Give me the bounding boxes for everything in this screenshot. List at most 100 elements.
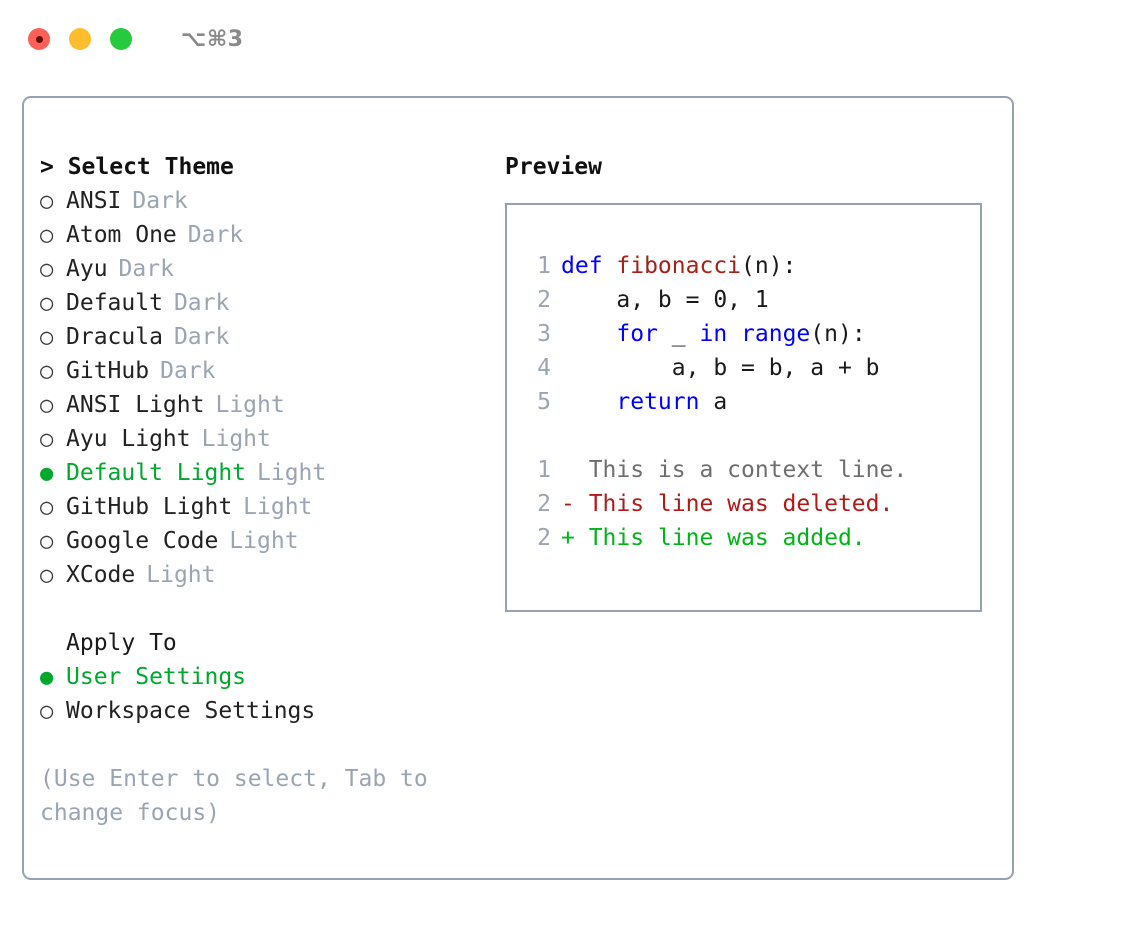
code-token-plain: a, b = b, a + b bbox=[561, 355, 880, 381]
apply-to-option-list: ●User Settings ○ Workspace Settings bbox=[40, 660, 494, 728]
code-line: 3 for _ in range(n): bbox=[523, 317, 980, 351]
code-token-kw: def bbox=[561, 253, 617, 279]
apply-to-option-label: User Settings bbox=[66, 664, 247, 690]
preview-gap bbox=[523, 419, 980, 453]
theme-option-category: Dark bbox=[187, 222, 244, 248]
theme-option-default[interactable]: ○ Default Dark bbox=[40, 286, 494, 320]
diff-line-ctx: 1 This is a context line. bbox=[523, 453, 980, 487]
maximize-button[interactable] bbox=[110, 28, 132, 50]
code-line: 5 return a bbox=[523, 385, 980, 419]
code-line-text: for _ in range(n): bbox=[561, 317, 866, 351]
diff-line-text: - This line was deleted. bbox=[561, 491, 894, 517]
theme-option-label: ANSI bbox=[66, 188, 122, 214]
code-token-kw: return bbox=[616, 389, 700, 415]
code-line: 4 a, b = b, a + b bbox=[523, 351, 980, 385]
theme-option-ayu[interactable]: ○ Ayu Dark bbox=[40, 252, 494, 286]
radio-unselected-icon: ○ bbox=[40, 189, 54, 214]
theme-option-label: GitHub bbox=[66, 358, 150, 384]
title-bar: ⌥⌘3 bbox=[0, 0, 1140, 78]
line-number: 3 bbox=[537, 321, 551, 347]
theme-option-xcode[interactable]: ○ XCode Light bbox=[40, 558, 494, 592]
code-token-plain: a bbox=[699, 389, 728, 415]
theme-option-category: Light bbox=[146, 562, 216, 588]
apply-to-option-workspace-settings[interactable]: ○ Workspace Settings bbox=[40, 694, 494, 728]
code-token-plain: _ bbox=[657, 321, 700, 347]
radio-unselected-icon: ○ bbox=[40, 393, 54, 418]
theme-option-github-light[interactable]: ○ GitHub Light Light bbox=[40, 490, 494, 524]
select-theme-heading: > Select Theme bbox=[40, 154, 234, 180]
preview-heading: Preview bbox=[505, 154, 602, 180]
code-token-plain: a, b = 0, 1 bbox=[561, 287, 769, 313]
code-line-text: return a bbox=[561, 385, 727, 419]
theme-option-label: GitHub Light bbox=[66, 494, 233, 520]
theme-option-label: Default bbox=[66, 290, 163, 316]
theme-option-label: Google Code bbox=[66, 528, 219, 554]
radio-selected-icon: ● bbox=[40, 461, 54, 486]
line-number: 2 bbox=[537, 525, 551, 551]
theme-option-ansi[interactable]: ○ ANSI Dark bbox=[40, 184, 494, 218]
code-token-kw: range bbox=[741, 321, 811, 347]
keyboard-shortcut-label: ⌥⌘3 bbox=[181, 26, 244, 52]
theme-option-category: Light bbox=[215, 392, 285, 418]
theme-option-category: Light bbox=[201, 426, 271, 452]
keyboard-hint-text: (Use Enter to select, Tab to change focu… bbox=[40, 766, 442, 826]
line-number: 2 bbox=[537, 287, 551, 313]
theme-option-google-code[interactable]: ○ Google Code Light bbox=[40, 524, 494, 558]
theme-option-category: Dark bbox=[160, 358, 216, 384]
code-token-kw: in bbox=[699, 321, 728, 347]
theme-option-label: XCode bbox=[66, 562, 136, 588]
radio-unselected-icon: ○ bbox=[40, 291, 54, 316]
radio-unselected-icon: ○ bbox=[40, 495, 54, 520]
theme-option-category: Light bbox=[257, 460, 327, 486]
close-button[interactable] bbox=[28, 28, 50, 50]
minimize-button[interactable] bbox=[69, 28, 91, 50]
diff-sample-block: 1 This is a context line.2- This line wa… bbox=[523, 453, 980, 555]
code-token-plain: (n): bbox=[741, 253, 797, 279]
apply-to-option-user-settings[interactable]: ●User Settings bbox=[40, 660, 494, 694]
diff-line-del: 2- This line was deleted. bbox=[523, 487, 980, 521]
radio-unselected-icon: ○ bbox=[40, 223, 54, 248]
theme-option-label: ANSI Light bbox=[66, 392, 205, 418]
apply-to-heading: Apply To bbox=[66, 630, 177, 656]
code-token-plain bbox=[561, 389, 616, 415]
code-token-plain: (n): bbox=[810, 321, 866, 347]
theme-option-category: Dark bbox=[132, 188, 188, 214]
diff-line-text: + This line was added. bbox=[561, 525, 866, 551]
theme-option-github[interactable]: ○ GitHub Dark bbox=[40, 354, 494, 388]
radio-unselected-icon: ○ bbox=[40, 359, 54, 384]
diff-line-add: 2 + This line was added. bbox=[523, 521, 980, 555]
line-number: 5 bbox=[537, 389, 551, 415]
traffic-light-group bbox=[28, 28, 132, 50]
theme-option-category: Light bbox=[243, 494, 313, 520]
theme-option-label: Ayu bbox=[66, 256, 108, 282]
code-token-fn: fibonacci bbox=[616, 253, 742, 279]
line-number: 1 bbox=[537, 457, 551, 483]
radio-unselected-icon: ○ bbox=[40, 257, 54, 282]
theme-option-category: Light bbox=[229, 528, 299, 554]
theme-option-label: Dracula bbox=[66, 324, 163, 350]
theme-option-ansi-light[interactable]: ○ ANSI Light Light bbox=[40, 388, 494, 422]
radio-unselected-icon: ○ bbox=[40, 529, 54, 554]
radio-unselected-icon: ○ bbox=[40, 427, 54, 452]
theme-option-category: Dark bbox=[173, 290, 230, 316]
line-number: 4 bbox=[537, 355, 551, 381]
diff-line-text: This is a context line. bbox=[561, 457, 908, 483]
radio-unselected-icon: ○ bbox=[40, 699, 54, 724]
line-number: 1 bbox=[537, 253, 551, 279]
apply-to-option-label: Workspace Settings bbox=[66, 698, 316, 724]
theme-option-category: Dark bbox=[118, 256, 174, 282]
radio-unselected-icon: ○ bbox=[40, 563, 54, 588]
code-token-plain bbox=[561, 321, 616, 347]
code-token-plain bbox=[727, 321, 741, 347]
